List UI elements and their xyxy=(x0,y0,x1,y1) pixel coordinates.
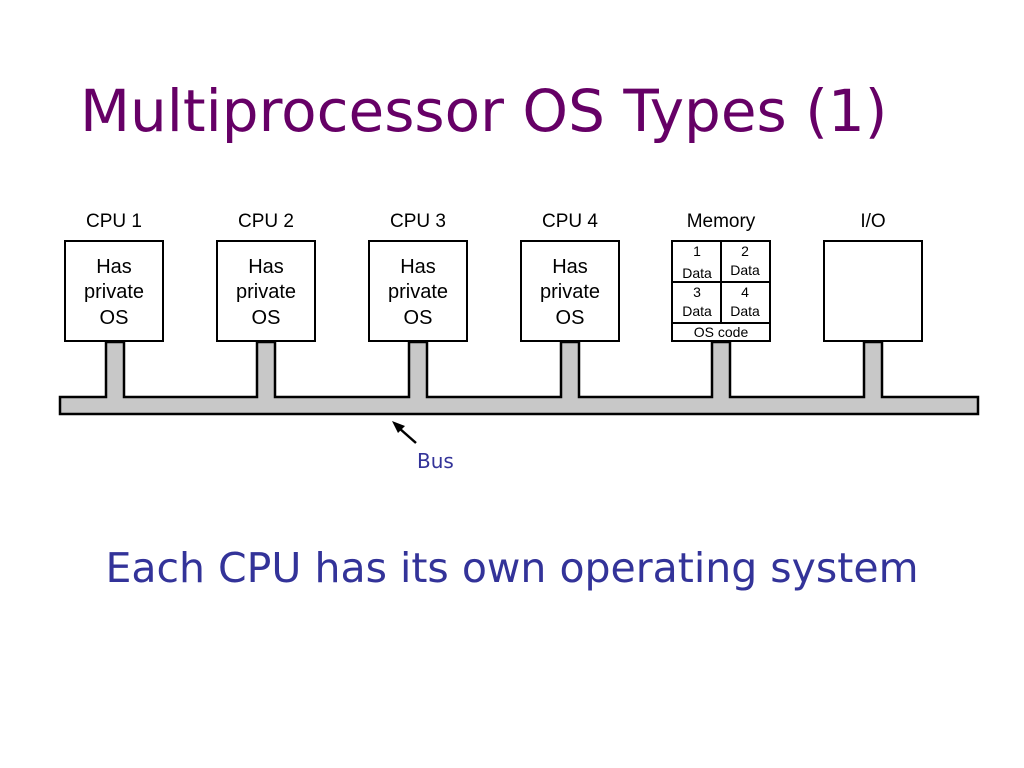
memory-label: Memory xyxy=(687,211,756,232)
cpu-text-line: Has xyxy=(400,256,436,278)
bus-pointer: Bus xyxy=(392,421,454,473)
memory-cell-text: Data xyxy=(682,265,712,281)
memory-cell-number: 1 xyxy=(693,243,701,259)
cpu-label: CPU 1 xyxy=(86,211,142,232)
cpu-text-line: Has xyxy=(96,256,132,278)
bus xyxy=(58,340,980,416)
memory-cell-number: 2 xyxy=(741,243,749,259)
memory: Memory 1 Data 2 Data 3 Data 4 Data OS co… xyxy=(671,211,771,342)
cpu-text-line: OS xyxy=(556,307,585,329)
cpu-box xyxy=(520,240,620,342)
memory-cell-text: Data xyxy=(730,303,760,319)
cpu-text-line: private xyxy=(236,281,296,303)
cpu-text-line: private xyxy=(388,281,448,303)
cpu-text-line: private xyxy=(84,281,144,303)
cpu-box xyxy=(64,240,164,342)
io-label: I/O xyxy=(860,211,885,232)
cpu-text-line: Has xyxy=(552,256,588,278)
bus-arrow-head xyxy=(392,421,405,433)
cpu-1: CPU 1 Has private OS xyxy=(64,211,164,342)
cpu-text-line: OS xyxy=(252,307,281,329)
cpu-box xyxy=(368,240,468,342)
cpu-text-line: private xyxy=(540,281,600,303)
io-box xyxy=(823,240,923,342)
cpu-label: CPU 2 xyxy=(238,211,294,232)
cpu-4: CPU 4 Has private OS xyxy=(520,211,620,342)
memory-cell-text: Data xyxy=(730,262,760,278)
memory-cell-text: Data xyxy=(682,303,712,319)
cpu-2: CPU 2 Has private OS xyxy=(216,211,316,342)
bus-label: Bus xyxy=(417,449,454,473)
bus-arrow-line xyxy=(398,427,417,444)
io: I/O xyxy=(823,211,923,342)
cpu-3: CPU 3 Has private OS xyxy=(368,211,468,342)
cpu-text-line: OS xyxy=(100,307,129,329)
cpu-text-line: OS xyxy=(404,307,433,329)
memory-os-code: OS code xyxy=(694,324,749,340)
memory-cell-number: 3 xyxy=(693,284,701,300)
memory-cell-number: 4 xyxy=(741,284,749,300)
slide-subtitle: Each CPU has its own operating system xyxy=(105,544,919,592)
slide-title: Multiprocessor OS Types (1) xyxy=(80,77,888,145)
cpu-text-line: Has xyxy=(248,256,284,278)
cpu-box xyxy=(216,240,316,342)
cpu-label: CPU 4 xyxy=(542,211,598,232)
cpu-label: CPU 3 xyxy=(390,211,446,232)
